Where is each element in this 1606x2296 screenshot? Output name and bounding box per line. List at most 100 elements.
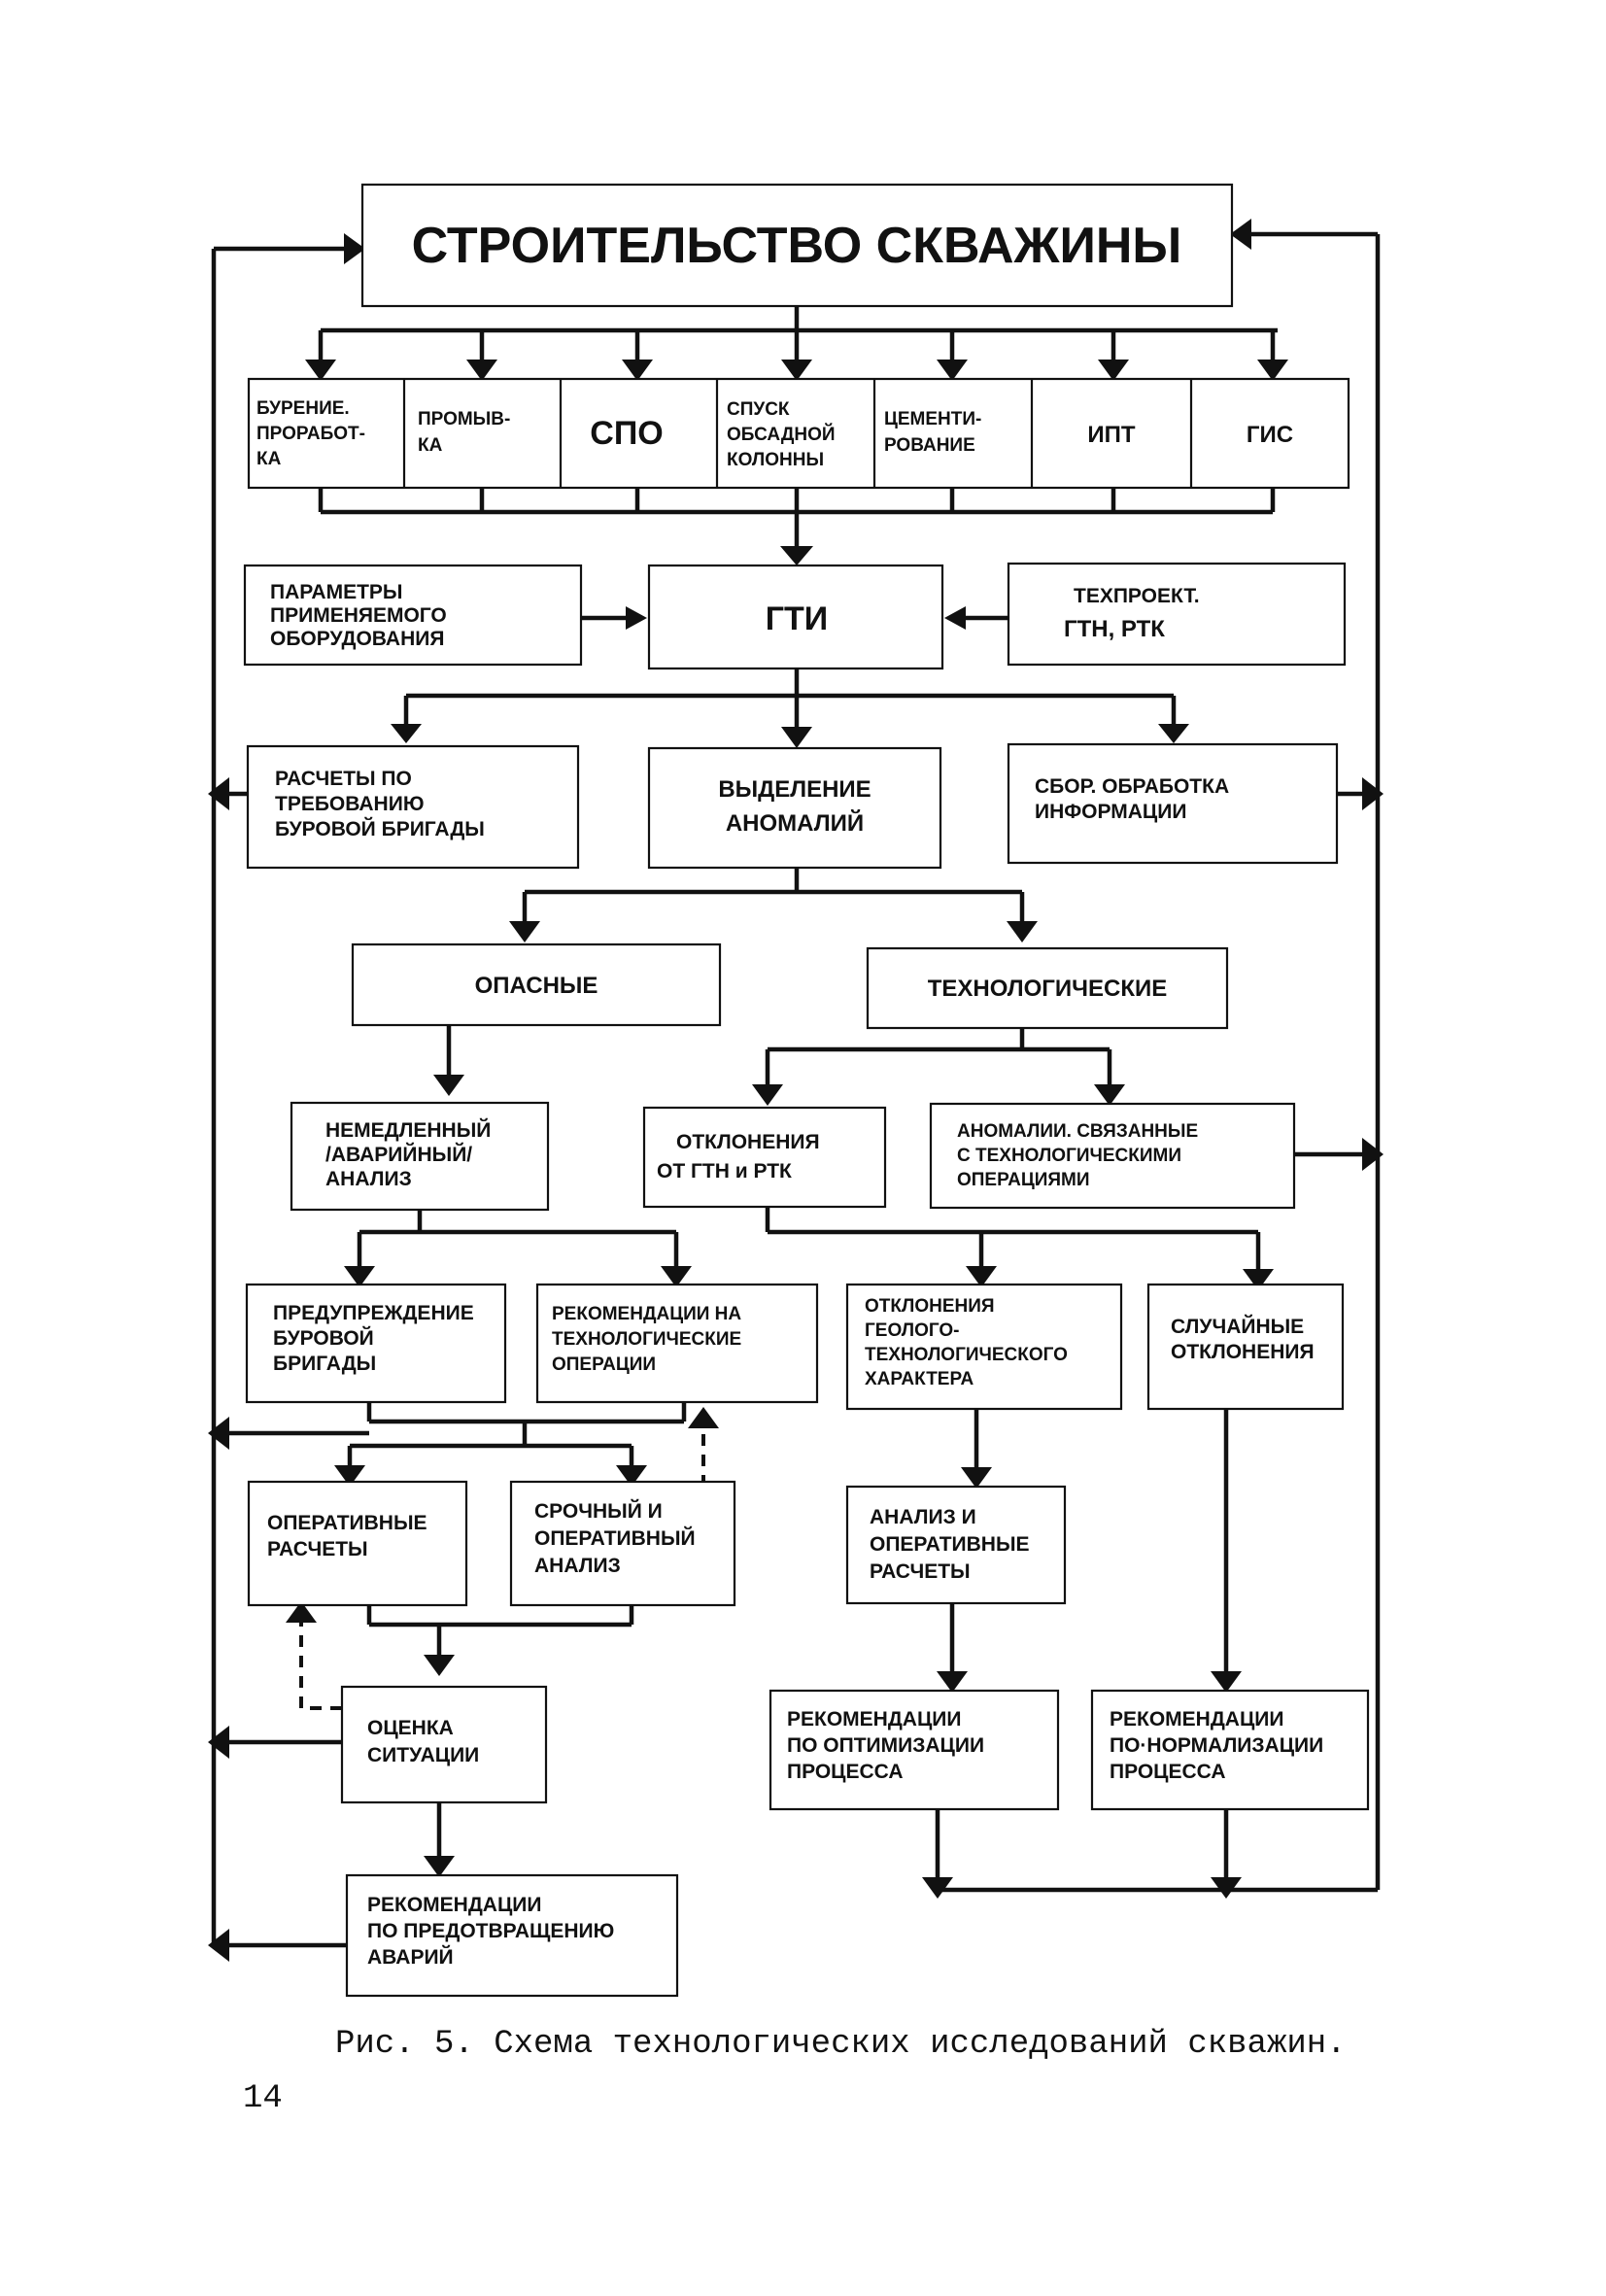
svg-text:АНАЛИЗ: АНАЛИЗ (325, 1168, 412, 1190)
tech-ops-anomalies-box: АНОМАЛИИ. СВЯЗАННЫЕ С ТЕХНОЛОГИЧЕСКИМИ О… (929, 1102, 1296, 1210)
techproject-box: ТЕХПРОЕКТ. ГТН, РТК (1007, 562, 1347, 667)
operation-casing-run: СПУСК ОБСАДНОЙ КОЛОННЫ (727, 399, 836, 470)
svg-text:БРИГАДЫ: БРИГАДЫ (273, 1353, 376, 1375)
svg-text:/АВАРИЙНЫЙ/: /АВАРИЙНЫЙ/ (325, 1143, 472, 1166)
svg-text:АВАРИЙ: АВАРИЙ (367, 1945, 454, 1969)
operation-flushing: ПРОМЫВ- КА (418, 409, 510, 456)
svg-text:КОЛОННЫ: КОЛОННЫ (727, 450, 824, 470)
svg-text:ТЕХНОЛОГИЧЕСКИЕ: ТЕХНОЛОГИЧЕСКИЕ (552, 1329, 741, 1350)
tech-ops-recommendations-box: РЕКОМЕНДАЦИИ НА ТЕХНОЛОГИЧЕСКИЕ ОПЕРАЦИИ (535, 1283, 819, 1404)
svg-text:ОПЕРАЦИИ: ОПЕРАЦИИ (552, 1354, 656, 1375)
immediate-analysis-box: НЕМЕДЛЕННЫЙ /АВАРИЙНЫЙ/ АНАЛИЗ (290, 1101, 550, 1212)
svg-text:С ТЕХНОЛОГИЧЕСКИМИ: С ТЕХНОЛОГИЧЕСКИМИ (957, 1146, 1181, 1166)
title-box: СТРОИТЕЛЬСТВО СКВАЖИНЫ (360, 183, 1234, 308)
optimization-recommendations-box: РЕКОМЕНДАЦИИ ПО ОПТИМИЗАЦИИ ПРОЦЕССА (769, 1689, 1060, 1811)
operation-spo: СПО (590, 415, 663, 452)
geo-tech-deviations-box: ОТКЛОНЕНИЯ ГЕОЛОГО- ТЕХНОЛОГИЧЕСКОГО ХАР… (845, 1283, 1123, 1411)
svg-text:РАСЧЕТЫ: РАСЧЕТЫ (870, 1560, 971, 1583)
svg-text:ОПАСНЫЕ: ОПАСНЫЕ (475, 973, 598, 999)
svg-text:СПО: СПО (590, 415, 663, 452)
svg-text:РЕКОМЕНДАЦИИ НА: РЕКОМЕНДАЦИИ НА (552, 1304, 741, 1324)
random-deviations-box: СЛУЧАЙНЫЕ ОТКЛОНЕНИЯ (1146, 1283, 1345, 1411)
dangerous-box: ОПАСНЫЕ (351, 942, 722, 1027)
crew-warning-box: ПРЕДУПРЕЖДЕНИЕ БУРОВОЙ БРИГАДЫ (245, 1283, 507, 1404)
svg-text:РАСЧЕТЫ: РАСЧЕТЫ (267, 1538, 368, 1560)
svg-text:СЛУЧАЙНЫЕ: СЛУЧАЙНЫЕ (1171, 1315, 1304, 1338)
svg-text:ОБСАДНОЙ: ОБСАДНОЙ (727, 424, 836, 445)
svg-text:ЦЕМЕНТИ-: ЦЕМЕНТИ- (884, 409, 981, 429)
svg-text:ИНФОРМАЦИИ: ИНФОРМАЦИИ (1035, 801, 1186, 823)
svg-text:РОВАНИЕ: РОВАНИЕ (884, 435, 975, 456)
svg-text:БУРОВОЙ: БУРОВОЙ (273, 1326, 374, 1350)
svg-text:ОЦЕНКА: ОЦЕНКА (367, 1717, 454, 1739)
deviations-gtn-rtk-box: ОТКЛОНЕНИЯ ОТ ГТН и РТК (642, 1106, 887, 1209)
svg-text:ОТКЛОНЕНИЯ: ОТКЛОНЕНИЯ (865, 1296, 995, 1317)
svg-text:СИТУАЦИИ: СИТУАЦИИ (367, 1744, 479, 1766)
svg-text:ПО·НОРМАЛИЗАЦИИ: ПО·НОРМАЛИЗАЦИИ (1110, 1734, 1323, 1757)
svg-text:БУРЕНИЕ.: БУРЕНИЕ. (256, 398, 350, 419)
anomaly-detection-box: ВЫДЕЛЕНИЕ АНОМАЛИЙ (647, 746, 942, 870)
svg-text:АНОМАЛИИ. СВЯЗАННЫЕ: АНОМАЛИИ. СВЯЗАННЫЕ (957, 1121, 1198, 1142)
svg-text:АНАЛИЗ: АНАЛИЗ (534, 1555, 621, 1577)
svg-text:ПАРАМЕТРЫ: ПАРАМЕТРЫ (270, 581, 402, 603)
svg-text:АНАЛИЗ И: АНАЛИЗ И (870, 1506, 976, 1528)
svg-text:СБОР. ОБРАБОТКА: СБОР. ОБРАБОТКА (1035, 775, 1229, 798)
svg-text:ОБОРУДОВАНИЯ: ОБОРУДОВАНИЯ (270, 628, 444, 650)
svg-text:ПРОРАБОТ-: ПРОРАБОТ- (256, 424, 365, 444)
svg-text:КА: КА (418, 435, 443, 456)
svg-text:ПО ПРЕДОТВРАЩЕНИЮ: ПО ПРЕДОТВРАЩЕНИЮ (367, 1920, 614, 1942)
svg-text:ВЫДЕЛЕНИЕ: ВЫДЕЛЕНИЕ (718, 776, 871, 803)
svg-text:ПО ОПТИМИЗАЦИИ: ПО ОПТИМИЗАЦИИ (787, 1734, 984, 1757)
svg-text:ХАРАКТЕРА: ХАРАКТЕРА (865, 1369, 974, 1389)
svg-text:ТЕХПРОЕКТ.: ТЕХПРОЕКТ. (1074, 585, 1200, 607)
svg-text:ГТИ: ГТИ (766, 600, 828, 637)
svg-text:СПУСК: СПУСК (727, 399, 790, 420)
svg-text:ОПЕРАТИВНЫЕ: ОПЕРАТИВНЫЕ (870, 1533, 1030, 1556)
normalization-recommendations-box: РЕКОМЕНДАЦИИ ПО·НОРМАЛИЗАЦИИ ПРОЦЕССА (1090, 1689, 1370, 1811)
svg-text:ТЕХНОЛОГИЧЕСКИЕ: ТЕХНОЛОГИЧЕСКИЕ (928, 976, 1168, 1002)
svg-text:ОТКЛОНЕНИЯ: ОТКЛОНЕНИЯ (1171, 1341, 1315, 1363)
svg-text:ОПЕРАТИВНЫЙ: ОПЕРАТИВНЫЙ (534, 1526, 696, 1550)
svg-text:ПРОЦЕССА: ПРОЦЕССА (1110, 1761, 1225, 1783)
svg-text:ОТКЛОНЕНИЯ: ОТКЛОНЕНИЯ (676, 1131, 820, 1153)
svg-text:НЕМЕДЛЕННЫЙ: НЕМЕДЛЕННЫЙ (325, 1118, 491, 1142)
arrowheads (208, 219, 1384, 1962)
equipment-params-box: ПАРАМЕТРЫ ПРИМЕНЯЕМОГО ОБОРУДОВАНИЯ (243, 564, 583, 667)
gti-box: ГТИ (647, 564, 944, 670)
svg-text:ПРОМЫВ-: ПРОМЫВ- (418, 409, 510, 429)
svg-text:ТЕХНОЛОГИЧЕСКОГО: ТЕХНОЛОГИЧЕСКОГО (865, 1345, 1068, 1365)
svg-text:СРОЧНЫЙ И: СРОЧНЫЙ И (534, 1499, 663, 1523)
svg-text:ПРИМЕНЯЕМОГО: ПРИМЕНЯЕМОГО (270, 604, 447, 627)
crew-calculations-box: РАСЧЕТЫ ПО ТРЕБОВАНИЮ БУРОВОЙ БРИГАДЫ (246, 744, 580, 870)
svg-text:ПРЕДУПРЕЖДЕНИЕ: ПРЕДУПРЕЖДЕНИЕ (273, 1302, 474, 1324)
urgent-analysis-box: СРОЧНЫЙ И ОПЕРАТИВНЫЙ АНАЛИЗ (509, 1480, 736, 1607)
svg-text:ОТ ГТН и РТК: ОТ ГТН и РТК (657, 1160, 792, 1182)
svg-text:РЕКОМЕНДАЦИИ: РЕКОМЕНДАЦИИ (367, 1894, 541, 1916)
operation-ipt: ИПТ (1087, 422, 1136, 448)
data-collection-box: СБОР. ОБРАБОТКА ИНФОРМАЦИИ (1007, 742, 1339, 865)
svg-text:ПРОЦЕССА: ПРОЦЕССА (787, 1761, 903, 1783)
svg-text:ТРЕБОВАНИЮ: ТРЕБОВАНИЮ (275, 793, 424, 815)
svg-text:БУРОВОЙ БРИГАДЫ: БУРОВОЙ БРИГАДЫ (275, 817, 485, 840)
operation-cementing: ЦЕМЕНТИ- РОВАНИЕ (884, 409, 981, 456)
svg-text:РЕКОМЕНДАЦИИ: РЕКОМЕНДАЦИИ (1110, 1708, 1283, 1731)
svg-text:ОПЕРАТИВНЫЕ: ОПЕРАТИВНЫЕ (267, 1512, 427, 1534)
svg-text:КА: КА (256, 449, 282, 469)
accident-prevention-box: РЕКОМЕНДАЦИИ ПО ПРЕДОТВРАЩЕНИЮ АВАРИЙ (345, 1873, 679, 1998)
svg-text:ГЕОЛОГО-: ГЕОЛОГО- (865, 1320, 960, 1341)
situation-assessment-box: ОЦЕНКА СИТУАЦИИ (340, 1685, 548, 1804)
svg-text:ОПЕРАЦИЯМИ: ОПЕРАЦИЯМИ (957, 1170, 1090, 1190)
svg-text:АНОМАЛИЙ: АНОМАЛИЙ (726, 809, 864, 837)
operation-drilling: БУРЕНИЕ. ПРОРАБОТ- КА (256, 398, 365, 469)
technological-box: ТЕХНОЛОГИЧЕСКИЕ (866, 946, 1229, 1030)
diagram-title: СТРОИТЕЛЬСТВО СКВАЖИНЫ (412, 218, 1182, 274)
svg-text:РАСЧЕТЫ ПО: РАСЧЕТЫ ПО (275, 768, 412, 790)
svg-text:ГТН, РТК: ГТН, РТК (1064, 616, 1165, 642)
svg-text:РЕКОМЕНДАЦИИ: РЕКОМЕНДАЦИИ (787, 1708, 961, 1731)
connectors (211, 231, 1381, 1948)
operational-calculations-box: ОПЕРАТИВНЫЕ РАСЧЕТЫ (247, 1480, 468, 1607)
svg-text:ИПТ: ИПТ (1087, 422, 1136, 448)
analysis-calculations-box: АНАЛИЗ И ОПЕРАТИВНЫЕ РАСЧЕТЫ (845, 1485, 1067, 1605)
operation-gis: ГИС (1247, 422, 1293, 448)
